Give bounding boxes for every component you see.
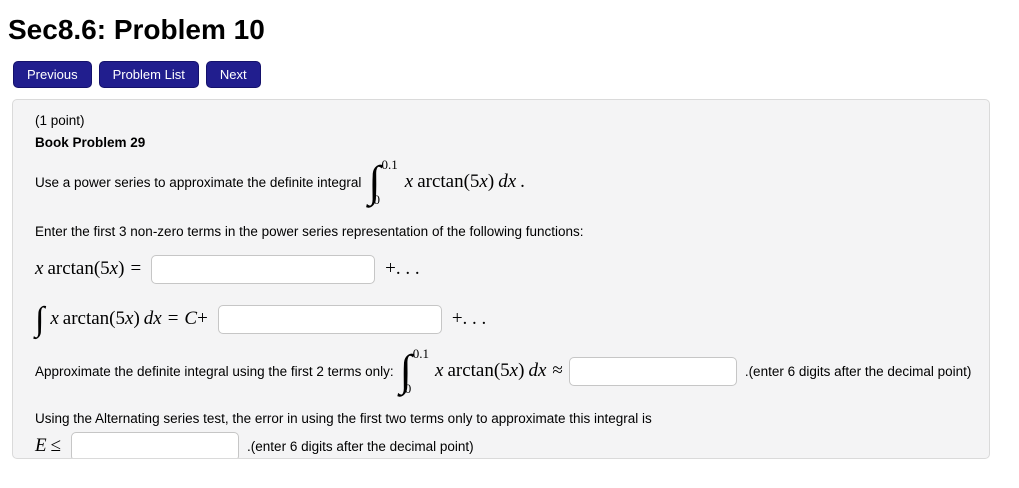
problem-statement-row: Use a power series to approximate the de… (35, 154, 979, 210)
next-button[interactable]: Next (205, 61, 261, 88)
math-approx: ≈ (552, 360, 563, 382)
math-var-x: x (479, 171, 488, 193)
definite-integral: ∫ 0.1 0 (368, 157, 398, 207)
integral-upper-limit: 0.1 (381, 157, 398, 173)
statement-text: Use a power series to approximate the de… (35, 174, 362, 190)
math-arctan: arctan(5 (447, 360, 510, 382)
book-problem-label: Book Problem 29 (35, 135, 146, 151)
integral-sign: ∫ (368, 157, 381, 207)
approximation-answer-row: Approximate the definite integral using … (35, 343, 979, 399)
digits-note: .(enter 6 digits after the decimal point… (247, 438, 474, 454)
math-rparen: ) (118, 258, 125, 280)
math-var-x: x (509, 360, 519, 382)
problem-panel: (1 point) Book Problem 29 Use a power se… (12, 99, 990, 459)
integral-limits: 0.1 0 (374, 157, 398, 206)
alternating-series-text: Using the Alternating series test, the e… (35, 411, 652, 427)
math-rparen: ) (518, 360, 525, 382)
math-dx: dx (143, 308, 162, 330)
integral-sign: ∫ (399, 346, 412, 396)
definite-integral: ∫ 0.1 0 (399, 346, 429, 396)
math-var-x: x (125, 308, 134, 330)
problem-nav: Previous Problem List Next (13, 61, 1019, 88)
math-period: . (520, 171, 525, 193)
series-term-input[interactable] (151, 254, 376, 284)
integral-upper-limit: 0.1 (412, 346, 429, 362)
points-label: (1 point) (35, 113, 85, 128)
math-rparen: ) (487, 171, 495, 193)
previous-button[interactable]: Previous (13, 61, 92, 88)
approximation-input[interactable] (568, 356, 737, 386)
math-var-x: x (109, 258, 119, 280)
antiderivative-input[interactable] (217, 304, 442, 334)
math-arctan: arctan(5 (62, 308, 125, 330)
math-plus: + (197, 308, 208, 330)
math-plus-ellipsis: +. . . (451, 308, 487, 330)
math-var-x: x (404, 171, 414, 193)
math-error-bound: E ≤ (35, 435, 61, 457)
webwork-problem-page: Sec8.6: Problem 10 Previous Problem List… (0, 14, 1019, 459)
integral-lower-limit: 0 (373, 192, 381, 208)
math-const-C: C (184, 308, 198, 330)
error-bound-row: E ≤ .(enter 6 digits after the decimal p… (35, 430, 979, 458)
math-var-x: x (35, 258, 44, 280)
math-plus-ellipsis: +. . . (385, 258, 420, 280)
math-var-x: x (435, 360, 444, 382)
integral-sign: ∫ (35, 300, 45, 338)
digits-note: .(enter 6 digits after the decimal point… (744, 363, 972, 379)
math-leq: ≤ (50, 435, 62, 457)
integral-limits: 0.1 0 (405, 346, 429, 395)
page-title: Sec8.6: Problem 10 (8, 14, 265, 45)
enter-terms-text: Enter the first 3 non-zero terms in the … (35, 224, 584, 240)
math-rparen: ) (133, 308, 140, 330)
math-arctan: arctan(5 (47, 258, 110, 280)
math-equals: = (167, 308, 179, 330)
approximate-text: Approximate the definite integral using … (35, 363, 394, 379)
math-arctan: arctan(5 (417, 171, 480, 193)
math-equals: = (130, 258, 142, 280)
math-E: E (35, 435, 47, 457)
math-var-x: x (50, 308, 59, 330)
integral-lower-limit: 0 (404, 381, 412, 397)
math-dx: dx (498, 171, 517, 193)
math-dx: dx (528, 360, 547, 382)
error-bound-input[interactable] (71, 431, 240, 458)
problem-list-button[interactable]: Problem List (98, 61, 199, 88)
